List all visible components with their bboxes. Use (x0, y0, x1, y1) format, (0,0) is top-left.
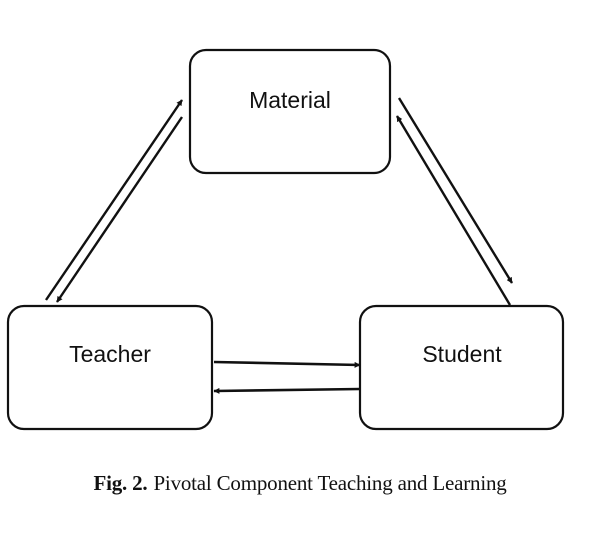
node-student-label: Student (422, 341, 502, 367)
figure-caption: Fig. 2.Pivotal Component Teaching and Le… (0, 471, 600, 496)
arrow-teacher-to-student (213, 360, 361, 368)
figure-number: Fig. 2. (93, 471, 148, 495)
node-teacher-label: Teacher (69, 341, 151, 367)
node-material: Material (188, 48, 392, 175)
node-student: Student (358, 304, 565, 431)
arrow-student-to-teacher (213, 387, 361, 394)
arrow-student-to-material (395, 115, 512, 306)
arrow-teacher-to-material (45, 99, 183, 301)
node-material-box (188, 48, 392, 175)
arrow-material-to-student (397, 97, 514, 284)
node-teacher-box (6, 304, 214, 431)
node-teacher: Teacher (6, 304, 214, 431)
node-student-box (358, 304, 565, 431)
node-material-label: Material (249, 87, 331, 113)
figure-caption-text: Pivotal Component Teaching and Learning (153, 471, 507, 495)
arrow-material-to-teacher (56, 116, 183, 303)
